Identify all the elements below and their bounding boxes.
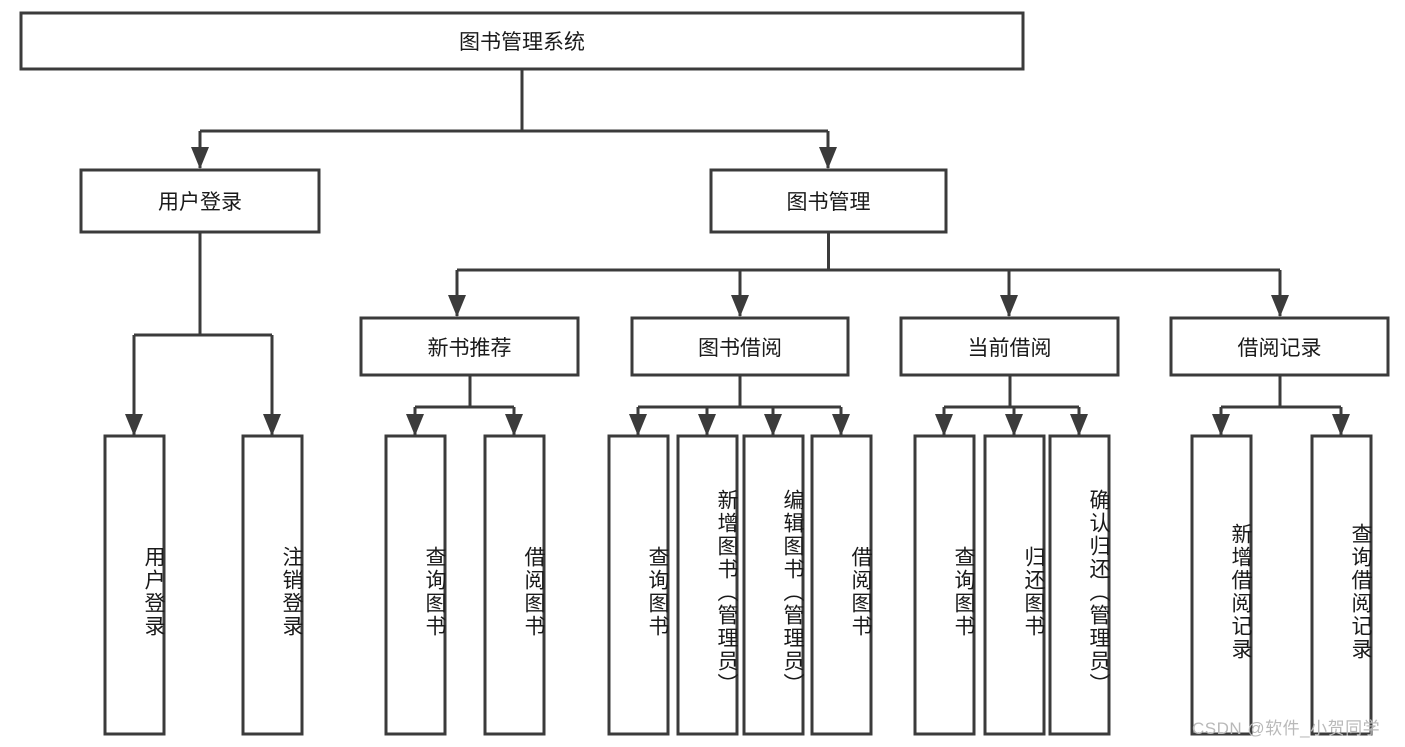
node-box-current-borrow[interactable]: [899, 316, 1120, 377]
node-box-borrow-records[interactable]: [1169, 316, 1390, 377]
node-box-book-manage[interactable]: [709, 168, 948, 234]
node-box-leaf-add-book[interactable]: [676, 434, 739, 736]
node-box-leaf-borrow-book-bb[interactable]: [810, 434, 873, 736]
node-box-user-login[interactable]: [79, 168, 321, 234]
node-box-leaf-query-book-cb[interactable]: [913, 434, 976, 736]
node-box-leaf-query-book-rec[interactable]: [384, 434, 447, 736]
node-box-new-book-recommend[interactable]: [359, 316, 580, 377]
node-box-leaf-return-book[interactable]: [983, 434, 1046, 736]
node-box-leaf-logout[interactable]: [241, 434, 304, 736]
node-box-leaf-confirm-return[interactable]: [1048, 434, 1111, 736]
node-box-leaf-borrow-book-rec[interactable]: [483, 434, 546, 736]
connectors-layer: [125, 69, 1350, 436]
csdn-watermark: CSDN @软件_小贺同学: [1192, 719, 1381, 738]
boxes-layer: [19, 11, 1390, 736]
node-box-leaf-edit-book[interactable]: [742, 434, 805, 736]
node-box-leaf-query-record[interactable]: [1310, 434, 1373, 736]
node-box-book-borrow[interactable]: [630, 316, 850, 377]
node-box-leaf-user-login[interactable]: [103, 434, 166, 736]
node-box-leaf-add-record[interactable]: [1190, 434, 1253, 736]
node-box-leaf-query-book-bb[interactable]: [607, 434, 670, 736]
node-box-root[interactable]: [19, 11, 1025, 71]
